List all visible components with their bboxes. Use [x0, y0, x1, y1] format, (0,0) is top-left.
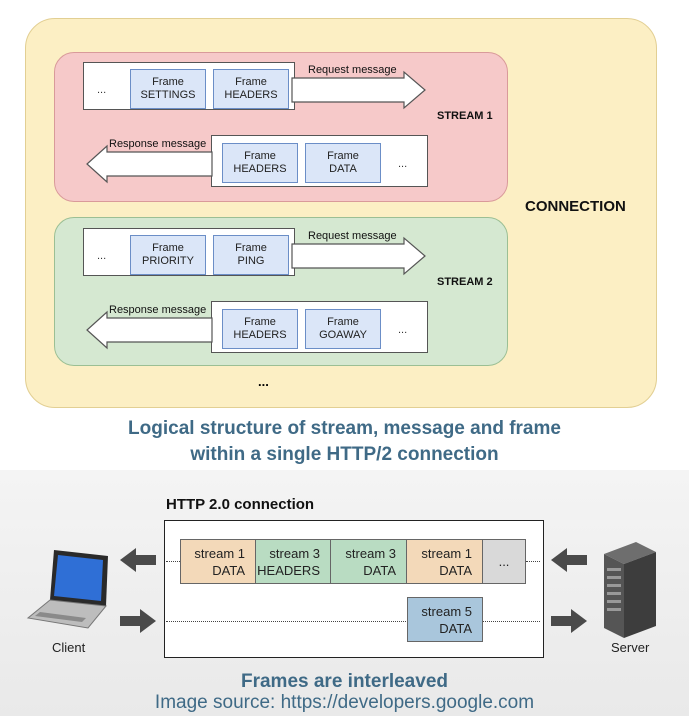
image-source-text: Image source: https://developers.google.…	[154, 692, 535, 713]
stream-2-request-ellipsis: ...	[97, 250, 107, 262]
row-2-dotted-line-right	[483, 621, 540, 622]
stream-2-request-label: Request message	[308, 230, 397, 242]
arrow-right-icon	[120, 609, 156, 633]
frame-cell-more: ...	[482, 539, 526, 584]
response-arrow-icon	[86, 310, 213, 350]
diagram-caption-line-2: within a single HTTP/2 connection	[190, 444, 499, 465]
diagram-caption-line-1: Logical structure of stream, message and…	[128, 418, 561, 439]
stream-1-request-ellipsis: ...	[97, 84, 107, 96]
stream-2-label: STREAM 2	[437, 276, 493, 288]
connection-label: CONNECTION	[525, 198, 626, 215]
http2-connection-title: HTTP 2.0 connection	[166, 496, 315, 513]
stream-2-response-label: Response message	[109, 304, 207, 316]
request-arrow-icon	[291, 236, 426, 276]
laptop-icon	[26, 550, 108, 629]
row-1-dotted-line-left	[166, 561, 180, 562]
stream-1-response-label: Response message	[109, 138, 207, 150]
response-arrow-icon	[86, 144, 213, 184]
server-label: Server	[611, 640, 650, 655]
row-1-dotted-line-right	[526, 561, 540, 562]
stream-1-request-label: Request message	[308, 64, 397, 76]
request-arrow-icon	[291, 70, 426, 110]
stream-2-response-ellipsis: ...	[398, 324, 408, 336]
arrow-right-icon	[551, 609, 587, 633]
stream-1-label: STREAM 1	[437, 110, 493, 122]
interleaved-caption: Frames are interleaved	[240, 671, 448, 692]
arrow-left-icon	[551, 548, 587, 572]
row-2-dotted-line-left	[166, 621, 408, 622]
client-label: Client	[52, 640, 86, 655]
more-streams-ellipsis: ...	[258, 374, 269, 389]
server-icon	[604, 542, 656, 638]
stream-1-response-ellipsis: ...	[398, 158, 408, 170]
arrow-left-icon	[120, 548, 156, 572]
